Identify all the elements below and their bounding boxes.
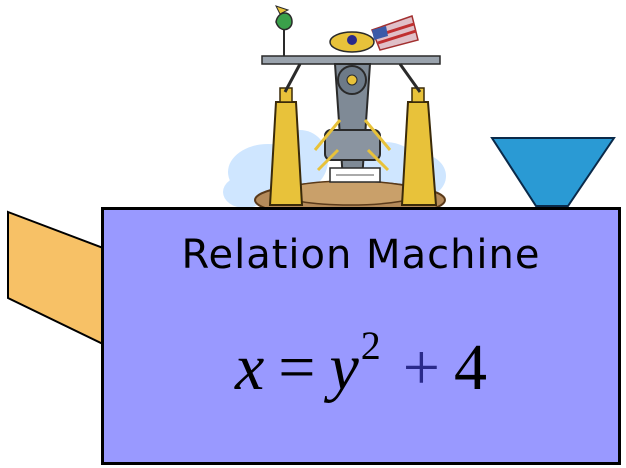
relation-machine-box: Relation Machine x=y2 +4 bbox=[101, 207, 621, 465]
machine-title: Relation Machine bbox=[181, 232, 541, 278]
equation-equals: = bbox=[278, 331, 316, 404]
equation-exponent: 2 bbox=[360, 323, 381, 368]
equation-variable: y bbox=[329, 331, 359, 404]
input-chute-icon bbox=[7, 210, 104, 346]
equation-plus: + bbox=[402, 331, 441, 404]
output-funnel-icon bbox=[490, 137, 616, 207]
machine-clipart-icon bbox=[223, 5, 446, 219]
equation-constant: 4 bbox=[454, 331, 488, 404]
equation: x=y2 +4 bbox=[104, 323, 618, 406]
equation-lhs: x bbox=[234, 331, 265, 404]
